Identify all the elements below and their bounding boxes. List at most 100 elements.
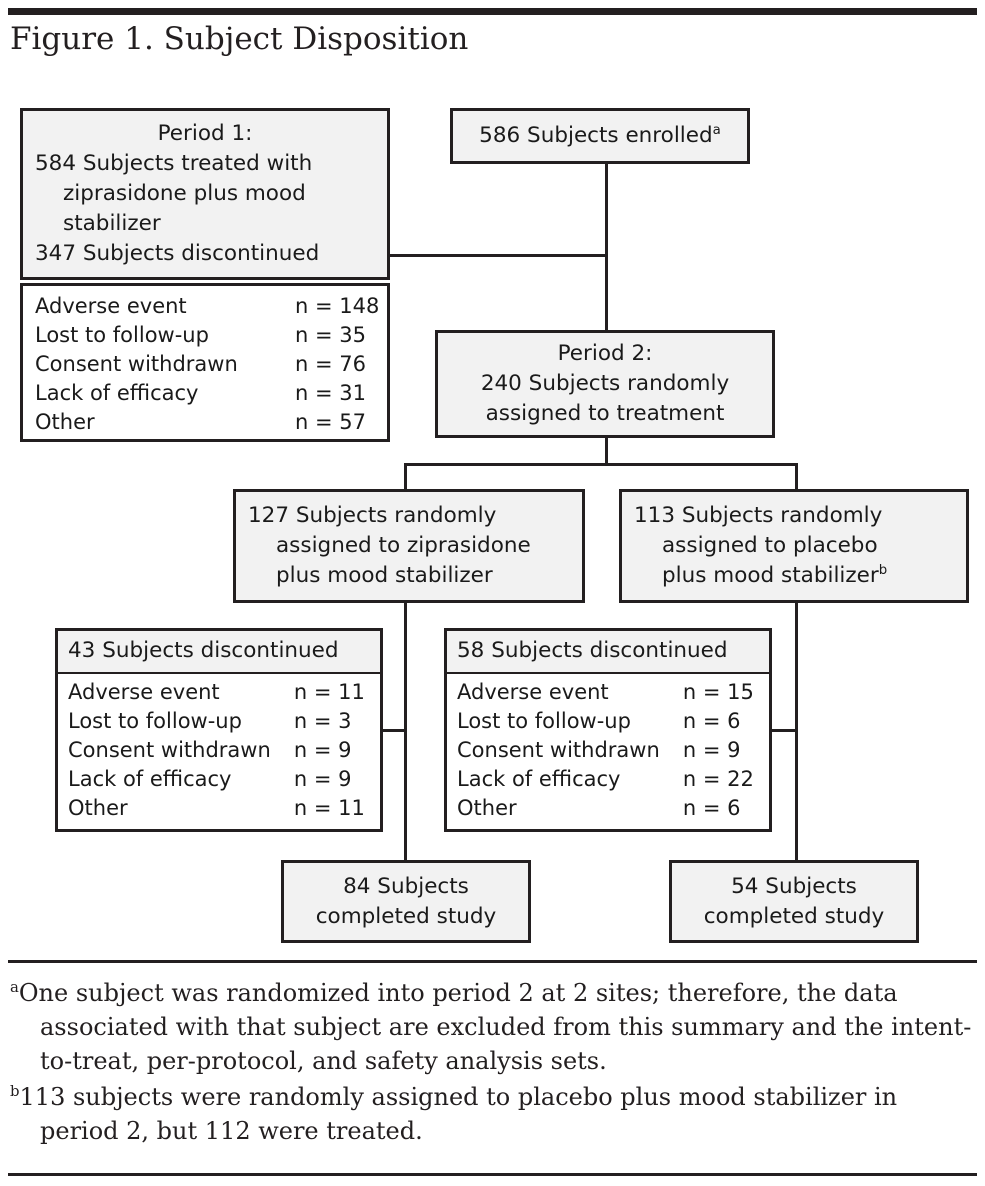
node-period1: Period 1: 584 Subjects treated with zipr…: [20, 108, 390, 280]
reason-row: Adverse event n = 148: [35, 292, 399, 321]
reason-row: Lack of efficacy n = 31: [35, 379, 399, 408]
footnote-b: b113 subjects were randomly assigned to …: [10, 1080, 975, 1148]
node-period1-line4: 347 Subjects discontinued: [35, 241, 320, 266]
footnotes: aOne subject was randomized into period …: [10, 976, 975, 1150]
reason-label: Lack of efficacy: [35, 381, 199, 405]
node-arm-ziprasidone: 127 Subjects randomly assigned to zipras…: [233, 489, 585, 603]
node-period2: Period 2: 240 Subjects randomly assigned…: [435, 330, 775, 438]
reason-value: n = 35: [294, 323, 366, 347]
node-arm-placebo-line3: plus mood stabilizerb: [662, 562, 888, 588]
node-disc-placebo-body: Adverse event n = 15 Lost to follow-up n…: [447, 674, 769, 829]
reason-value: n = 22: [682, 767, 754, 791]
footnote-divider-rule: [8, 960, 977, 963]
node-arm-placebo-line2: assigned to placebo: [662, 533, 878, 558]
disc-ziprasidone-reasons-table: Adverse event n = 11 Lost to follow-up n…: [68, 678, 370, 823]
node-period1-reasons: Adverse event n = 148 Lost to follow-up …: [20, 283, 390, 442]
node-completed-placebo: 54 Subjects completed study: [669, 860, 919, 943]
reason-value: n = 11: [293, 796, 365, 820]
reason-row: Lack of efficacy n = 9: [68, 765, 370, 794]
footnote-a-text: One subject was randomized into period 2…: [18, 979, 972, 1075]
footnote-a: aOne subject was randomized into period …: [10, 976, 975, 1078]
reason-row: Other n = 57: [35, 408, 399, 437]
reason-row: Consent withdrawn n = 9: [457, 736, 759, 765]
reason-value: n = 3: [293, 709, 352, 733]
connector-split-right: [795, 463, 798, 491]
reason-label: Adverse event: [457, 680, 609, 704]
footnote-a-marker: a: [10, 978, 19, 996]
reason-row: Lost to follow-up n = 6: [457, 707, 759, 736]
reason-row: Lack of efficacy n = 22: [457, 765, 759, 794]
node-disc-ziprasidone-body: Adverse event n = 11 Lost to follow-up n…: [58, 674, 380, 829]
reason-label: Lost to follow-up: [457, 709, 631, 733]
reason-value: n = 6: [682, 796, 741, 820]
node-completed-placebo-line1: 54 Subjects: [731, 873, 857, 899]
bottom-rule: [8, 1173, 977, 1176]
figure-title: Figure 1. Subject Disposition: [10, 21, 469, 57]
reason-value: n = 9: [682, 738, 741, 762]
node-period1-line3: stabilizer: [63, 211, 161, 236]
period1-reasons-table: Adverse event n = 148 Lost to follow-up …: [23, 286, 411, 437]
node-enrolled: 586 Subjects enrolleda: [450, 108, 750, 164]
node-arm-placebo-line1: 113 Subjects randomly: [634, 503, 883, 528]
node-period1-body: 584 Subjects treated with ziprasidone pl…: [23, 149, 387, 269]
reason-label: Consent withdrawn: [457, 738, 660, 762]
reason-row: Consent withdrawn n = 76: [35, 350, 399, 379]
reason-label: Adverse event: [68, 680, 220, 704]
node-disc-ziprasidone: 43 Subjects discontinued Adverse event n…: [55, 628, 383, 832]
footnote-b-text: 113 subjects were randomly assigned to p…: [19, 1083, 898, 1145]
reason-row: Other n = 6: [457, 794, 759, 823]
connector-period2-stem: [605, 436, 608, 466]
reason-label: Lost to follow-up: [68, 709, 242, 733]
connector-split-bar: [404, 463, 798, 466]
connector-split-left: [404, 463, 407, 491]
reason-label: Lack of efficacy: [68, 767, 232, 791]
top-rule: [8, 8, 977, 15]
node-completed-ziprasidone-line2: completed study: [315, 903, 497, 929]
node-disc-placebo-heading: 58 Subjects discontinued: [447, 631, 769, 674]
reason-label: Other: [457, 796, 517, 820]
node-period2-heading: Period 2:: [557, 341, 653, 366]
node-arm-ziprasidone-line1: 127 Subjects randomly: [248, 503, 497, 528]
footnote-marker-b: b: [878, 562, 888, 578]
reason-value: n = 148: [294, 294, 380, 318]
reason-value: n = 31: [294, 381, 366, 405]
node-arm-placebo-body: 113 Subjects randomly assigned to placeb…: [622, 501, 966, 591]
node-disc-ziprasidone-heading: 43 Subjects discontinued: [58, 631, 380, 674]
reason-row: Other n = 11: [68, 794, 370, 823]
reason-label: Lack of efficacy: [457, 767, 621, 791]
node-completed-ziprasidone: 84 Subjects completed study: [281, 860, 531, 943]
reason-value: n = 76: [294, 352, 366, 376]
reason-value: n = 9: [293, 738, 352, 762]
reason-label: Consent withdrawn: [68, 738, 271, 762]
node-period2-line2: assigned to treatment: [485, 401, 725, 426]
node-period1-line1: 584 Subjects treated with: [35, 151, 313, 176]
node-disc-placebo: 58 Subjects discontinued Adverse event n…: [444, 628, 772, 832]
node-completed-placebo-line2: completed study: [703, 903, 885, 929]
connector-to-period1: [388, 254, 608, 257]
connector-enrolled-to-period2: [605, 163, 608, 332]
reason-label: Other: [68, 796, 128, 820]
reason-row: Lost to follow-up n = 35: [35, 321, 399, 350]
reason-row: Adverse event n = 11: [68, 678, 370, 707]
footnote-marker-a: a: [712, 122, 721, 138]
node-enrolled-text: 586 Subjects enrolleda: [479, 122, 721, 148]
reason-value: n = 11: [293, 680, 365, 704]
reason-row: Consent withdrawn n = 9: [68, 736, 370, 765]
disc-placebo-reasons-table: Adverse event n = 15 Lost to follow-up n…: [457, 678, 759, 823]
reason-value: n = 57: [294, 410, 366, 434]
connector-right-disc-stub: [769, 729, 798, 732]
reason-label: Consent withdrawn: [35, 352, 238, 376]
reason-value: n = 15: [682, 680, 754, 704]
footnote-b-marker: b: [10, 1082, 20, 1100]
reason-row: Lost to follow-up n = 3: [68, 707, 370, 736]
reason-label: Other: [35, 410, 95, 434]
node-period1-heading: Period 1:: [157, 121, 253, 146]
node-arm-placebo: 113 Subjects randomly assigned to placeb…: [619, 489, 969, 603]
node-period2-line1: 240 Subjects randomly: [480, 371, 730, 396]
connector-left-disc-stub: [380, 729, 407, 732]
node-arm-ziprasidone-line2: assigned to ziprasidone: [276, 533, 531, 558]
reason-row: Adverse event n = 15: [457, 678, 759, 707]
node-arm-ziprasidone-line3: plus mood stabilizer: [276, 563, 493, 588]
reason-label: Adverse event: [35, 294, 187, 318]
node-period1-line2: ziprasidone plus mood: [63, 181, 306, 206]
